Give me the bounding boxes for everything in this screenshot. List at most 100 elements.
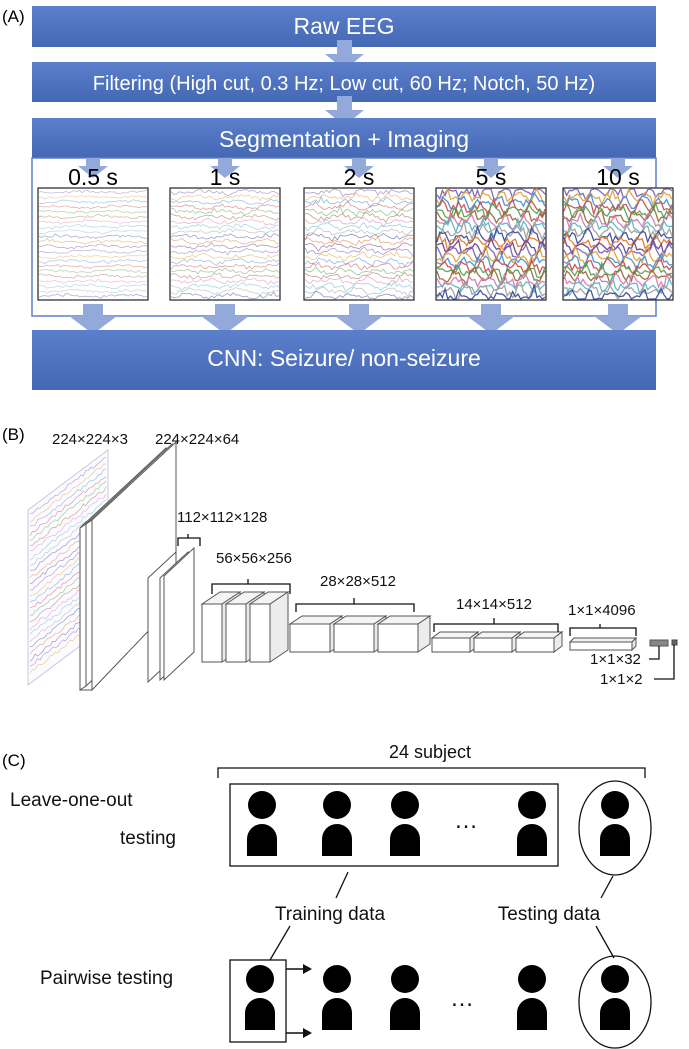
panel-c-label: (C)	[2, 751, 26, 770]
eeg-trace	[436, 284, 546, 301]
eeg-trace	[304, 281, 414, 292]
window-arrow-3	[344, 158, 374, 178]
eeg-trace	[304, 191, 414, 203]
input-trace	[29, 480, 107, 541]
eeg-trace	[304, 222, 414, 232]
eeg-trace	[170, 262, 280, 270]
eeg-trace	[436, 220, 546, 241]
eeg-trace	[170, 188, 280, 197]
eeg-trace	[563, 268, 673, 287]
fc1-block	[568, 636, 638, 652]
eeg-trace	[38, 283, 148, 290]
eeg-trace	[304, 261, 414, 271]
conv2-brace	[177, 534, 201, 546]
training-leader-top	[335, 871, 349, 899]
eeg-trace	[170, 203, 280, 211]
input-trace	[29, 486, 107, 546]
eeg-trace	[170, 207, 280, 216]
eeg-trace	[170, 223, 280, 231]
person-icon	[322, 965, 352, 1030]
cnn-text: CNN: Seizure/ non-seizure	[207, 345, 481, 371]
person-icon	[245, 965, 275, 1030]
conv3-cube-3	[248, 591, 290, 663]
eeg-trace	[38, 288, 148, 294]
eeg-trace	[170, 258, 280, 266]
person-icon	[390, 791, 420, 856]
pairwise-people	[245, 965, 630, 1030]
eeg-trace	[38, 204, 147, 210]
eeg-trace	[304, 236, 414, 247]
output-leader	[654, 645, 675, 680]
conv2-block	[147, 546, 195, 684]
conv4-dim-label: 28×28×512	[320, 573, 396, 590]
eeg-trace	[304, 286, 414, 298]
eeg-trace	[170, 252, 280, 260]
eeg-trace	[436, 243, 546, 267]
eeg-trace	[436, 235, 546, 258]
input-trace	[29, 468, 107, 527]
eeg-trace	[437, 202, 546, 222]
eeg-trace	[170, 291, 280, 300]
person-icon	[322, 791, 352, 856]
eeg-trace	[170, 228, 280, 235]
eeg-trace	[563, 260, 673, 281]
arrow-to-cnn-3	[335, 304, 383, 334]
loo-label-line1: Leave-one-out	[10, 790, 133, 811]
eeg-trace	[38, 269, 148, 274]
conv5-cube-2	[472, 631, 522, 653]
arrow-to-cnn-5	[594, 304, 642, 334]
eeg-trace	[563, 287, 673, 300]
eeg-trace	[304, 217, 414, 228]
input-dim-label: 224×224×3	[52, 431, 128, 448]
eeg-trace	[304, 227, 414, 236]
subjects-bracket	[217, 767, 646, 778]
eeg-trace	[304, 212, 414, 224]
arrow-to-cnn-1	[69, 304, 117, 334]
eeg-trace	[170, 213, 280, 221]
eeg-window-5: 10 s	[562, 158, 674, 301]
eeg-trace	[170, 267, 280, 275]
eeg-trace	[304, 246, 414, 256]
eeg-trace	[170, 217, 280, 227]
pairwise-training-box	[229, 959, 287, 1043]
window-label-2: 1 s	[210, 164, 241, 190]
segmentation-bar: Segmentation + Imaging	[32, 118, 656, 158]
conv2-dim-label: 112×112×128	[177, 509, 267, 526]
arrows-to-cnn	[69, 304, 642, 334]
eeg-trace	[436, 211, 546, 232]
eeg-trace	[304, 188, 413, 198]
conv3-brace	[211, 579, 291, 594]
eeg-trace	[38, 224, 148, 230]
conv4-block	[288, 615, 432, 653]
eeg-trace	[304, 266, 414, 276]
conv5-block	[430, 631, 564, 653]
arrow-to-cnn-4	[467, 304, 515, 334]
eeg-trace	[170, 198, 280, 205]
eeg-trace	[38, 209, 148, 215]
eeg-trace	[563, 187, 673, 208]
person-icon	[390, 965, 420, 1030]
window-label-3: 2 s	[344, 164, 375, 190]
eeg-trace	[563, 204, 673, 229]
eeg-trace	[38, 199, 148, 205]
eeg-trace	[38, 229, 148, 235]
eeg-trace	[38, 258, 148, 265]
eeg-trace	[38, 233, 148, 239]
eeg-trace	[304, 290, 414, 300]
filtering-bar: Filtering (High cut, 0.3 Hz; Low cut, 60…	[32, 62, 656, 102]
input-trace	[29, 499, 107, 561]
testing-data-label: Testing data	[498, 904, 601, 925]
eeg-trace	[563, 257, 673, 276]
arrow-filter-to-seg	[325, 96, 364, 126]
eeg-trace	[304, 275, 414, 286]
arrow-raw-to-filter	[325, 40, 364, 70]
testing-leader-top	[600, 875, 614, 899]
conv5-dim-label: 14×14×512	[456, 596, 532, 613]
eeg-trace	[436, 208, 546, 225]
eeg-trace	[563, 240, 673, 260]
cnn-bar: CNN: Seizure/ non-seizure	[32, 330, 656, 390]
eeg-trace	[38, 213, 148, 220]
eeg-trace	[170, 282, 280, 291]
input-trace	[29, 476, 107, 536]
